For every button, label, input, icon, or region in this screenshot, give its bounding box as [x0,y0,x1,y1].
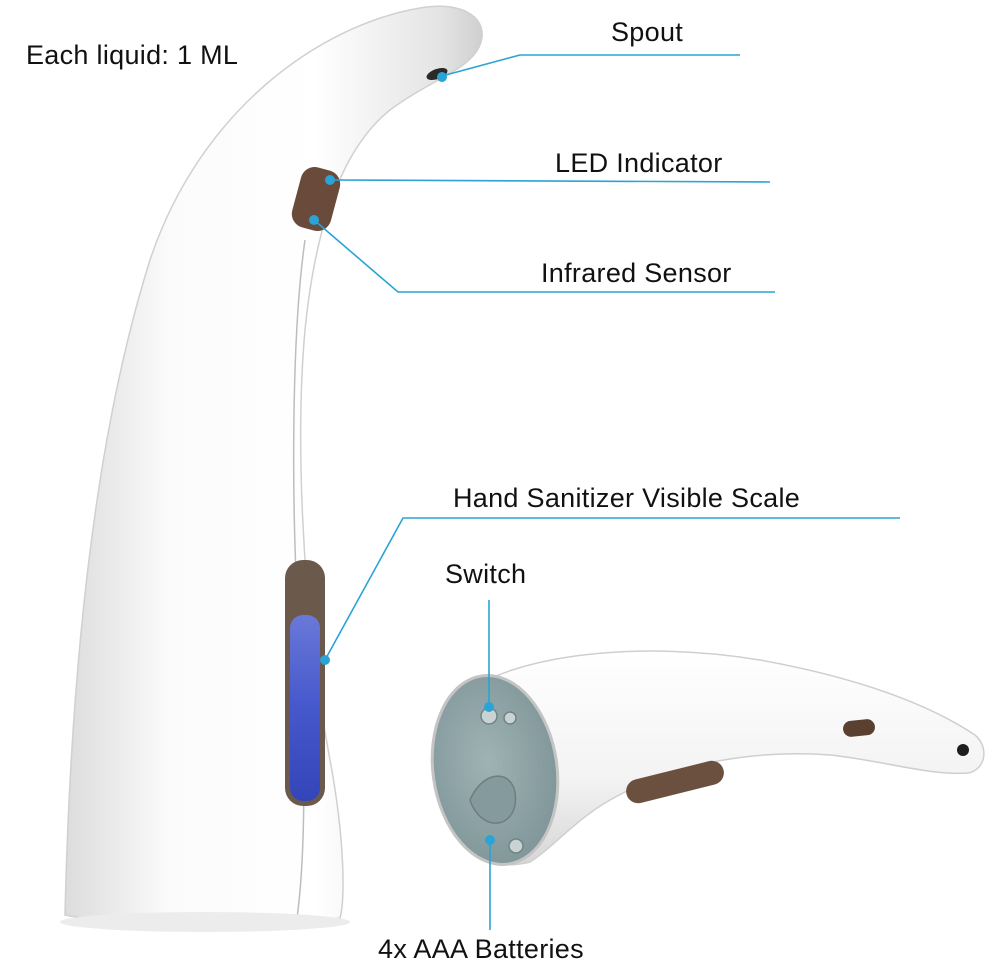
leader-scale [324,517,900,661]
callout-visible-scale: Hand Sanitizer Visible Scale [453,483,801,513]
dot-batteries [485,835,495,845]
leader-lines [313,54,900,930]
lying-dispenser [430,650,985,866]
lying-spout [957,744,969,756]
dot-scale [320,655,330,665]
leader-spout [441,54,740,77]
leader-sensor [313,219,775,293]
lying-sensor-window [843,719,875,737]
dispenser-body [64,5,483,928]
callout-spout: Spout [611,17,684,47]
dot-spout [437,72,447,82]
cover-screw [508,838,524,854]
dot-led [325,175,335,185]
leader-dots [309,72,495,845]
callout-switch: Switch [445,559,527,589]
callout-led-indicator: LED Indicator [555,148,723,178]
base-shadow [60,912,350,932]
standing-dispenser [60,5,483,932]
battery-cover [430,674,560,866]
callout-infrared-sensor: Infrared Sensor [541,258,732,288]
liquid-volume-note: Each liquid: 1 ML [26,40,239,70]
callout-batteries: 4x AAA Batteries [378,934,584,964]
switch-button-2 [503,711,517,725]
lying-dispenser-body [454,650,985,866]
leader-led [329,179,771,183]
lying-scale-window [626,760,724,804]
battery-latch [469,775,517,824]
dot-switch [484,702,494,712]
scale-liquid [290,615,320,801]
dot-sensor [309,215,319,225]
